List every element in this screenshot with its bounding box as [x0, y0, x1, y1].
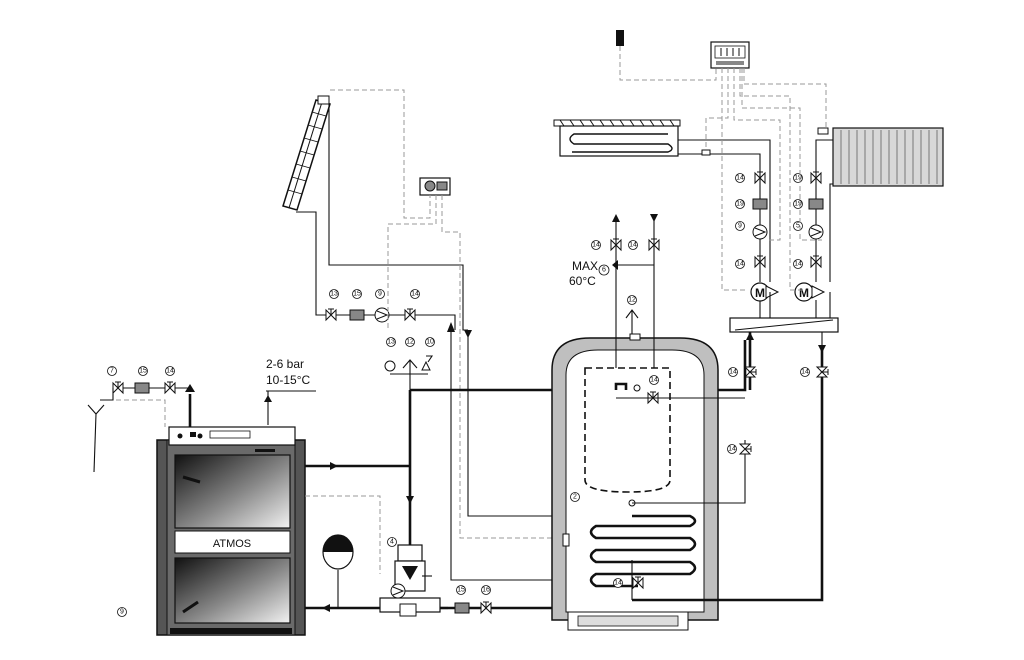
svg-text:14: 14 [801, 369, 809, 376]
callout-14-solar: 14 [410, 289, 420, 299]
radiator [815, 127, 944, 282]
svg-text:2: 2 [573, 494, 577, 501]
callout-2: 2 [570, 492, 580, 502]
callout-13-center: 13 [386, 337, 396, 347]
svg-text:15: 15 [457, 587, 465, 594]
callout-14-g1-top: 14 [735, 173, 745, 183]
svg-text:14: 14 [411, 291, 419, 298]
callout-14-tank-top: 14 [649, 375, 659, 385]
svg-text:M: M [799, 286, 809, 300]
callout-9-left: 9 [117, 607, 127, 617]
svg-text:6: 6 [602, 267, 606, 274]
tank-connections [614, 345, 826, 602]
svg-text:2-6 bar: 2-6 bar [266, 357, 304, 371]
svg-text:14: 14 [614, 580, 622, 587]
svg-text:14: 14 [728, 446, 736, 453]
tank-return-pipe [448, 601, 560, 614]
svg-text:19: 19 [794, 175, 802, 182]
svg-text:9: 9 [378, 291, 382, 298]
storage-tank [551, 333, 719, 631]
callout-4: 4 [387, 537, 397, 547]
safety-group-center [384, 355, 434, 390]
boiler-safety-group [87, 381, 195, 473]
svg-text:19: 19 [736, 201, 744, 208]
svg-text:9: 9 [120, 609, 124, 616]
callout-14-dhw-left: 14 [591, 240, 601, 250]
svg-text:15: 15 [139, 368, 147, 375]
callout-14-g1-bottom: 14 [735, 259, 745, 269]
callout-9-g1: 9 [735, 221, 745, 231]
svg-text:4: 4 [390, 539, 394, 546]
callout-14-manifold-left: 14 [728, 367, 738, 377]
manifold [729, 317, 839, 390]
dhw-max-label: MAX 60°C [569, 259, 598, 288]
svg-text:14: 14 [629, 242, 637, 249]
svg-text:5: 5 [796, 223, 800, 230]
boiler: ATMOS [156, 426, 306, 636]
svg-text:14: 14 [729, 369, 737, 376]
heating-controller [616, 30, 827, 291]
callout-10: 10 [425, 337, 435, 347]
svg-text:16: 16 [482, 587, 490, 594]
callout-14-boiler: 14 [165, 366, 175, 376]
callout-14-tank-side: 14 [727, 444, 737, 454]
callout-15-return: 15 [456, 585, 466, 595]
callout-19-g2-top: 19 [793, 173, 803, 183]
callout-16: 16 [481, 585, 491, 595]
pressure-label: 2-6 bar 10-15°C [264, 357, 316, 425]
svg-text:14: 14 [592, 242, 600, 249]
callout-9-solar: 9 [375, 289, 385, 299]
callout-19-g1: 19 [735, 199, 745, 209]
heating-group-2: M [794, 171, 831, 318]
callout-12-tank: 12 [627, 295, 637, 305]
svg-text:14: 14 [650, 377, 658, 384]
svg-text:14: 14 [736, 175, 744, 182]
svg-text:19: 19 [794, 201, 802, 208]
callout-5: 5 [793, 221, 803, 231]
svg-text:14: 14 [794, 261, 802, 268]
svg-text:12: 12 [628, 297, 636, 304]
svg-text:10: 10 [426, 339, 434, 346]
svg-text:10-15°C: 10-15°C [266, 373, 310, 387]
svg-text:9: 9 [738, 223, 742, 230]
svg-text:MAX: MAX [572, 259, 598, 273]
callout-12-center: 12 [405, 337, 415, 347]
callout-14-tank-bottom: 14 [613, 578, 623, 588]
svg-text:15: 15 [353, 291, 361, 298]
svg-text:14: 14 [736, 261, 744, 268]
svg-text:60°C: 60°C [569, 274, 596, 288]
heating-group-1: M [750, 171, 780, 318]
floor-heating-unit [553, 119, 771, 282]
callout-7: 7 [107, 366, 117, 376]
callout-6: 6 [602, 267, 606, 274]
svg-text:7: 7 [110, 368, 114, 375]
callout-14-manifold-right: 14 [800, 367, 810, 377]
solar-controller [330, 89, 565, 539]
callout-13-solar: 13 [329, 289, 339, 299]
dhw-connections [598, 214, 660, 368]
solar-collector [282, 95, 331, 211]
callout-14-g2-bottom: 14 [793, 259, 803, 269]
callout-15-solar: 15 [352, 289, 362, 299]
charging-unit [379, 544, 448, 617]
svg-text:14: 14 [166, 368, 174, 375]
svg-text:13: 13 [387, 339, 395, 346]
svg-text:13: 13 [330, 291, 338, 298]
svg-text:M: M [755, 286, 765, 300]
boiler-brand-label: ATMOS [213, 538, 251, 550]
boiler-primary-pipes [305, 340, 747, 612]
callout-15-boiler: 15 [138, 366, 148, 376]
expansion-vessel [322, 534, 354, 570]
callout-19-g2: 19 [793, 199, 803, 209]
callout-14-dhw-right: 14 [628, 240, 638, 250]
svg-text:12: 12 [406, 339, 414, 346]
